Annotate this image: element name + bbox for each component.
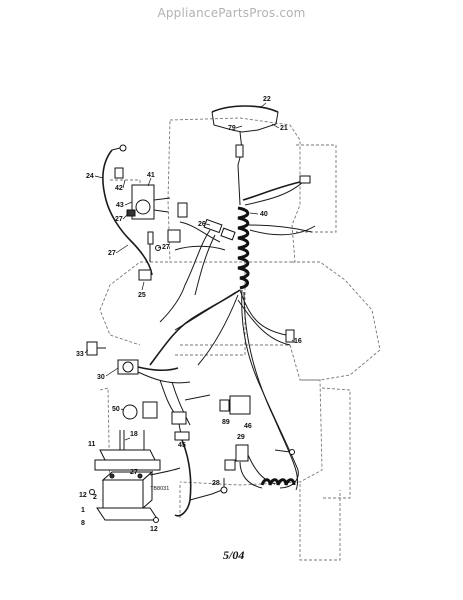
battery-assembly xyxy=(89,430,181,523)
callout-label: 42 xyxy=(115,185,123,192)
main-harness xyxy=(149,175,316,491)
callout-label: 30 xyxy=(97,374,105,381)
callout-label: 79 xyxy=(228,125,236,132)
callout-label: 27 xyxy=(115,216,123,223)
callout-label: 25 xyxy=(138,292,146,299)
callout-label: 45 xyxy=(178,442,186,449)
callout-label: 24 xyxy=(86,173,94,180)
callout-labels: 22 79 21 24 41 42 43 27 40 26 27 27 25 3… xyxy=(76,96,302,533)
connector-group xyxy=(167,202,236,243)
callout-label: 11 xyxy=(88,441,96,448)
callout-label: 89 xyxy=(222,419,230,426)
callout-label: 46 xyxy=(244,423,252,430)
callout-label: 40 xyxy=(260,211,268,218)
callout-label: 28 xyxy=(212,480,220,487)
callout-label: 27 xyxy=(162,244,170,251)
seat-switch xyxy=(224,444,296,489)
callout-label: 27 xyxy=(108,250,116,257)
callout-label: 1 xyxy=(81,507,85,514)
callout-label: 33 xyxy=(76,351,84,358)
figure-code: TB8031 xyxy=(150,486,169,492)
watermark: AppliancePartsPros.com xyxy=(157,6,306,20)
switch-components xyxy=(122,394,251,441)
callout-label: 29 xyxy=(237,434,245,441)
callout-label: 43 xyxy=(116,202,124,209)
callout-label: 8 xyxy=(81,520,85,527)
headlight-harness xyxy=(211,105,279,206)
callout-label: 18 xyxy=(130,431,138,438)
callout-label: 27 xyxy=(130,469,138,476)
callout-label: 22 xyxy=(263,96,271,103)
ground-wire xyxy=(174,439,228,517)
left-components xyxy=(86,341,191,426)
callout-label: 12 xyxy=(150,526,158,533)
solenoid-assembly xyxy=(102,144,171,281)
callout-label: 26 xyxy=(198,221,206,228)
callout-label: 41 xyxy=(147,172,155,179)
callout-label: 2 xyxy=(93,494,97,501)
callout-label: 21 xyxy=(280,125,288,132)
callout-leaders xyxy=(84,102,294,441)
callout-label: 50 xyxy=(112,406,120,413)
callout-label: 12 xyxy=(79,492,87,499)
date-code: 5/04 xyxy=(223,548,245,562)
callout-label: 16 xyxy=(294,338,302,345)
